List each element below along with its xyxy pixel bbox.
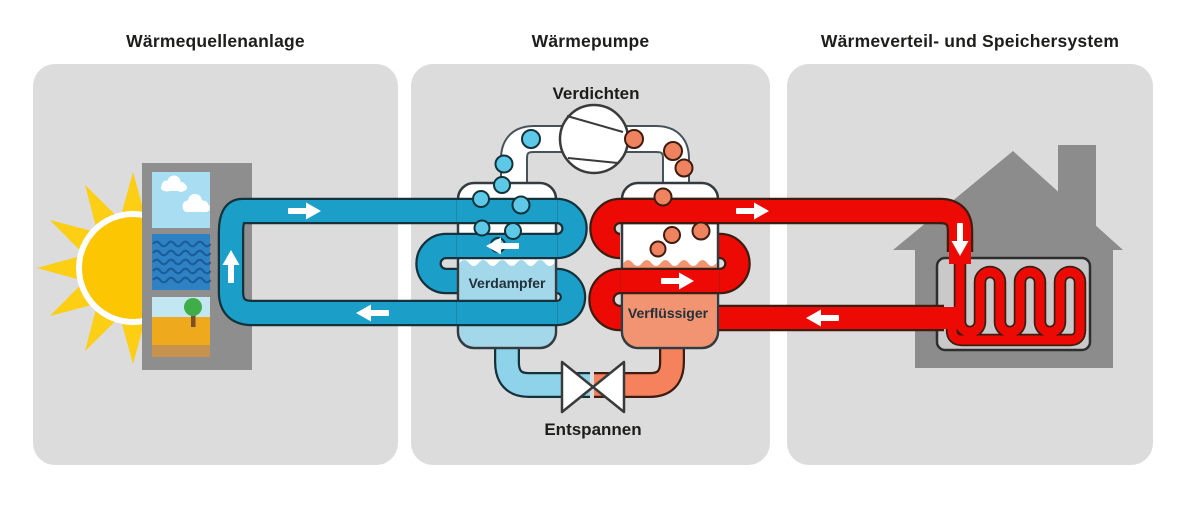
expansion-valve-bowtie-icon (560, 360, 626, 414)
tree-icon (184, 298, 202, 327)
air-cloud-tile-icon (152, 172, 210, 228)
water-waves-tile-icon (152, 234, 212, 290)
radiator-coil-icon (935, 250, 1092, 352)
water-waves-icon (152, 240, 212, 284)
heating-circuit-pipe-behind (588, 232, 751, 332)
label-compress: Verdichten (552, 84, 640, 103)
compressor-circle-icon (558, 103, 630, 175)
heading-distribution-system: Wärmeverteil- und Speichersystem (820, 31, 1120, 51)
heat-source-collector-icon (142, 163, 252, 370)
heading-heat-pump: Wärmepumpe (531, 31, 650, 51)
label-condenser: Verflüssiger (627, 305, 709, 321)
label-expand: Entspannen (544, 420, 642, 439)
cloud-icon (161, 175, 210, 212)
supply-pipe-to-house (589, 197, 974, 264)
ground-tree-tile-icon (152, 297, 210, 357)
cold-liquid-pipe (494, 335, 590, 398)
heading-source-system: Wärmequellenanlage (126, 31, 305, 51)
label-evaporator: Verdampfer (468, 275, 546, 291)
condenser-bubbles (624, 129, 711, 258)
warm-liquid-pipe (594, 335, 685, 398)
